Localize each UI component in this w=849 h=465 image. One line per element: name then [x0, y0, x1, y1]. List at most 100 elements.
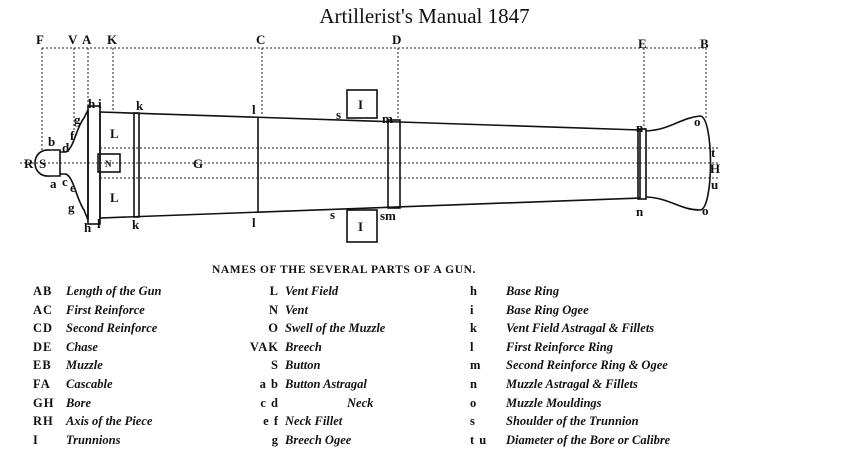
legend-item: AB Length of the Gun: [33, 282, 162, 301]
legend-code: e f: [263, 414, 279, 429]
legend-name: Second Reinforce Ring & Ogee: [506, 358, 668, 373]
legend-code: s: [470, 414, 476, 429]
legend-name: Swell of the Muzzle: [285, 321, 386, 336]
legend-name: Vent Field: [285, 284, 339, 298]
label-N: N: [105, 159, 112, 169]
legend-name: Second Reinforce: [66, 321, 158, 336]
legend-name: Muzzle: [66, 358, 103, 373]
label-D: D: [392, 32, 401, 47]
legend-code: DE: [33, 339, 53, 354]
label-G: G: [193, 156, 203, 171]
legend-code: CD: [33, 321, 54, 336]
legend-code: i: [470, 302, 475, 317]
label-E: E: [638, 36, 647, 51]
legend-name: Shoulder of the Trunnion: [506, 414, 639, 429]
legend-item: g Breech Ogee: [228, 431, 385, 450]
legend-name: First Reinforce: [66, 302, 145, 317]
label-d: d: [62, 140, 70, 155]
legend-item: a b Button Astragal: [228, 375, 385, 394]
legend-code: GH: [33, 395, 55, 410]
label-g-bottom: g: [68, 200, 75, 215]
label-R: R: [24, 156, 34, 171]
legend-name: Chase: [66, 339, 98, 354]
legend-item: CD Second Reinforce: [33, 319, 162, 338]
label-t: t: [711, 145, 716, 160]
legend-name: Breech Ogee: [285, 432, 352, 447]
legend-code: AC: [33, 302, 54, 317]
label-g-top: g: [74, 112, 81, 127]
label-A: A: [82, 32, 92, 47]
label-C: C: [256, 32, 265, 47]
label-L-top: L: [110, 126, 119, 141]
label-F: F: [36, 32, 44, 47]
label-n-bottom: n: [636, 204, 644, 219]
legend-name: Vent: [285, 302, 308, 317]
label-V: V: [68, 32, 78, 47]
legend-item: N Vent: [228, 301, 385, 320]
legend-code: a b: [259, 376, 279, 391]
legend-item: I Trunnions: [33, 431, 162, 450]
legend-item: DE Chase: [33, 338, 162, 357]
legend-code: RH: [33, 414, 54, 429]
legend-item: VAK Breech: [228, 338, 385, 357]
label-l-bottom: l: [252, 215, 256, 230]
legend-name: Button Astragal: [285, 376, 367, 391]
legend-code: m: [470, 358, 482, 373]
legend-name: Length of the Gun: [66, 284, 162, 298]
legend-code: I: [33, 432, 39, 447]
label-s-top: s: [336, 107, 341, 122]
label-sm-bottom: sm: [380, 208, 396, 223]
legend-code: O: [268, 321, 279, 336]
label-I-top: I: [358, 97, 363, 112]
legend-name: Vent Field Astragal & Fillets: [506, 321, 655, 336]
label-f: f: [70, 128, 75, 143]
label-S: S: [39, 156, 46, 171]
label-b: b: [48, 134, 55, 149]
label-n-top: n: [636, 120, 644, 135]
legend-heading: NAMES OF THE SEVERAL PARTS OF A GUN.: [212, 264, 477, 276]
label-m-top: m: [382, 111, 393, 126]
label-o-bottom: o: [702, 203, 709, 218]
label-B: B: [700, 36, 709, 51]
label-e: e: [70, 180, 76, 195]
legend-name: Muzzle Mouldings: [506, 395, 602, 410]
label-I-bottom: I: [358, 219, 363, 234]
legend-code: EB: [33, 358, 52, 373]
legend-name: Cascable: [66, 376, 113, 391]
label-a: a: [50, 176, 57, 191]
legend-name: Muzzle Astragal & Fillets: [506, 376, 638, 391]
label-L-bottom: L: [110, 190, 119, 205]
legend-item: O Swell of the Muzzle: [228, 319, 385, 338]
legend-code: AB: [33, 284, 53, 298]
label-h-bottom: h: [84, 220, 92, 235]
legend-code: k: [470, 321, 478, 336]
legend-item: k Vent Field Astragal & Fillets: [470, 319, 670, 338]
legend-code: g: [271, 432, 279, 447]
legend-code: VAK: [249, 339, 279, 354]
legend-name: Neck Fillet: [285, 414, 343, 429]
legend-item: e f Neck Fillet: [228, 412, 385, 431]
label-l-breech: l: [97, 216, 101, 231]
legend-name: Breech: [285, 339, 322, 354]
cannon-diagram: F V A K C D E B R S b d f a c e g g h i …: [20, 32, 720, 243]
label-c: c: [62, 174, 68, 189]
legend-code: FA: [33, 376, 51, 391]
diagram-labels: F V A K C D E B R S b d f a c e g g h i …: [24, 32, 720, 235]
legend-name: Trunnions: [66, 432, 121, 447]
legend-name: First Reinforce Ring: [506, 339, 613, 354]
legend-code: N: [268, 302, 279, 317]
legend-name: Button: [285, 358, 321, 373]
page-title: Artillerist's Manual 1847: [319, 4, 530, 28]
legend-code: S: [271, 358, 279, 373]
legend-item: FA Cascable: [33, 375, 162, 394]
legend-item: EB Muzzle: [33, 356, 162, 375]
